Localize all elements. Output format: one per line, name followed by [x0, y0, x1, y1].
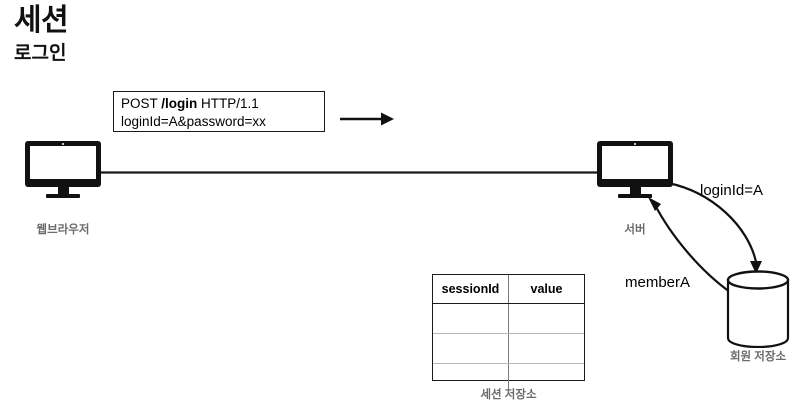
- database-cylinder-icon: [726, 270, 790, 348]
- session-table-grid: sessionId value: [433, 275, 584, 393]
- session-store-table: sessionId value: [432, 274, 585, 393]
- monitor-screen: [602, 146, 668, 179]
- monitor-bezel: [25, 141, 101, 187]
- request-method: POST: [121, 96, 162, 111]
- network-link-line: [100, 171, 598, 174]
- db-to-server-arrowhead: [648, 197, 661, 211]
- table-row: [433, 363, 584, 393]
- page-title: 세션: [14, 4, 69, 37]
- table-header-row: sessionId value: [433, 275, 584, 304]
- webcam-dot-icon: [634, 142, 636, 145]
- monitor-bezel: [597, 141, 673, 187]
- session-store-label: 세션 저장소: [480, 389, 537, 401]
- page-subtitle: 로그인: [14, 43, 67, 64]
- member-store-label: 회원 저장소: [729, 351, 787, 363]
- request-path: /login: [161, 96, 198, 111]
- request-line-1: POST /login HTTP/1.1: [121, 95, 318, 113]
- arrow-right-icon: [340, 112, 394, 126]
- cell-value: [508, 303, 584, 334]
- cell-sessionid: [433, 333, 509, 364]
- browser-label: 웹브라우저: [36, 224, 90, 236]
- cell-sessionid: [433, 363, 509, 393]
- cell-value: [508, 333, 584, 364]
- request-protocol: HTTP/1.1: [197, 96, 259, 111]
- monitor-screen: [30, 146, 96, 179]
- webcam-dot-icon: [62, 142, 64, 145]
- edge-label-loginid: loginId=A: [700, 182, 763, 199]
- column-header-value: value: [508, 275, 584, 304]
- monitor-base: [618, 194, 652, 198]
- http-request-box: POST /login HTTP/1.1 loginId=A&password=…: [113, 91, 325, 132]
- edge-label-membera: memberA: [625, 274, 691, 291]
- monitor-base: [46, 194, 80, 198]
- cell-sessionid: [433, 303, 509, 334]
- server-label: 서버: [624, 224, 646, 236]
- column-header-sessionid: sessionId: [433, 275, 509, 304]
- table-row: [433, 333, 584, 364]
- table-row: [433, 303, 584, 334]
- monitor-neck: [629, 187, 641, 195]
- request-line-2: loginId=A&password=xx: [121, 114, 266, 129]
- monitor-neck: [57, 187, 69, 195]
